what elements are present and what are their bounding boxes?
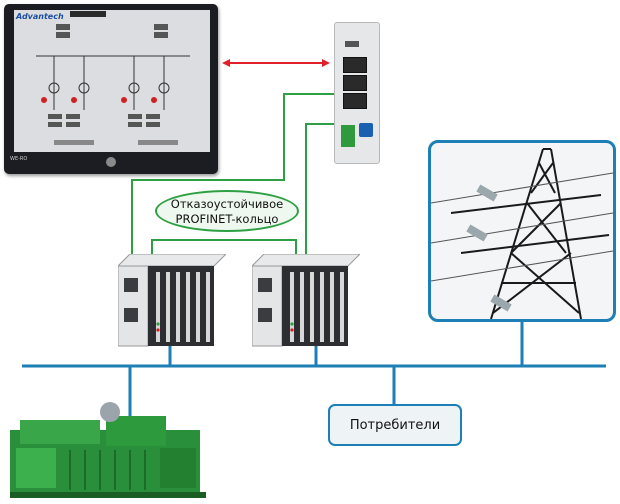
ring-label-line1: Отказоустойчивое xyxy=(170,197,284,211)
power-tower-icon xyxy=(431,148,613,319)
profinet-cables xyxy=(131,93,338,256)
ring-label-line2: PROFINET-кольцо xyxy=(175,212,279,226)
hmi-router-link xyxy=(222,59,330,67)
hmi-brand: Advantech xyxy=(16,12,64,21)
hmi-panel: Advantech xyxy=(4,4,218,174)
power-bus xyxy=(22,322,606,420)
ethernet-port-icon xyxy=(343,57,367,73)
power-tower-photo xyxy=(428,140,616,322)
ethernet-port-icon xyxy=(343,75,367,91)
status-button-icon xyxy=(359,123,373,137)
io-module-1 xyxy=(118,254,226,347)
hmi-footer: WE-RO xyxy=(10,156,28,162)
usb-port-icon xyxy=(345,41,359,47)
hmi-screen: Advantech xyxy=(14,10,210,152)
hmi-mimic xyxy=(36,24,190,145)
hmi-logo-icon xyxy=(106,157,116,167)
industrial-router xyxy=(334,22,380,164)
ethernet-port-icon xyxy=(343,93,367,109)
profinet-ring-label: Отказоустойчивое PROFINET-кольцо xyxy=(155,190,299,232)
hmi-title-bar xyxy=(70,11,106,17)
consumers-box: Потребители xyxy=(328,404,462,446)
power-terminal-icon xyxy=(341,125,355,147)
generator-icon xyxy=(10,402,206,498)
io-module-2 xyxy=(252,254,360,347)
